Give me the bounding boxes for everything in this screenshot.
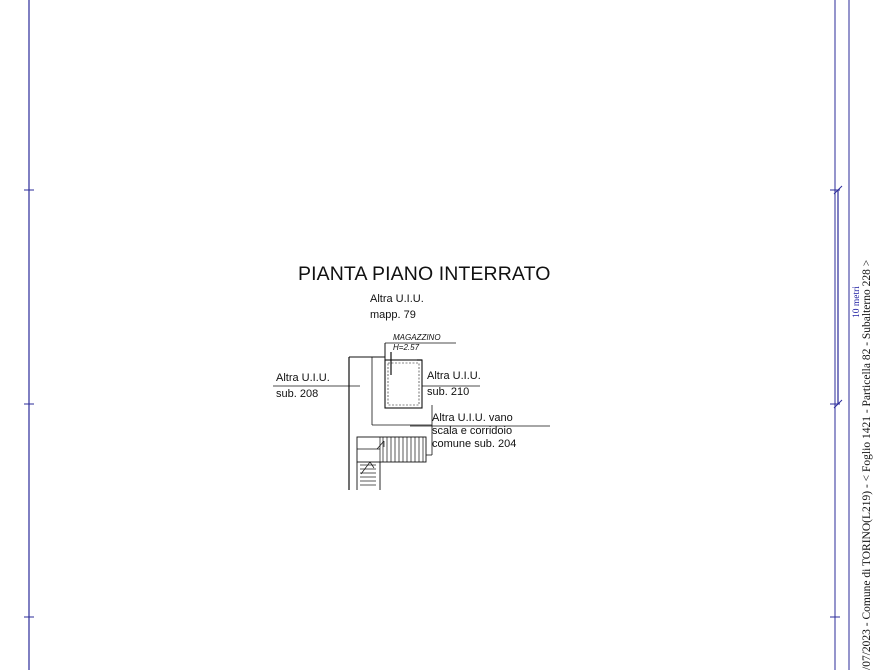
label-west-line2: sub. 208 — [276, 388, 319, 400]
label-east-line1: Altra U.I.U. — [427, 370, 481, 382]
staircase — [356, 436, 427, 490]
label-south-line3: comune sub. 204 — [432, 438, 517, 450]
room-name: MAGAZZINO — [393, 333, 441, 342]
label-south-line2: scala e corridoio — [432, 425, 513, 437]
magazzino-room — [384, 352, 423, 409]
drawing-title: PIANTA PIANO INTERRATO — [298, 263, 551, 285]
scale-bar-tick — [833, 185, 843, 195]
label-east-line2: sub. 210 — [427, 386, 470, 398]
label-north-line1: Altra U.I.U. — [370, 293, 424, 305]
label-west-line1: Altra U.I.U. — [276, 372, 330, 384]
document-reference: /07/2023 - Comune di TORINO(L219) - < Fo… — [861, 259, 873, 670]
room-height: H=2.57 — [393, 343, 420, 352]
scale-bar-tick — [833, 399, 843, 409]
label-south-line1: Altra U.I.U. vano — [432, 412, 513, 424]
label-north-line2: mapp. 79 — [370, 309, 416, 321]
basement-plan — [348, 342, 456, 490]
